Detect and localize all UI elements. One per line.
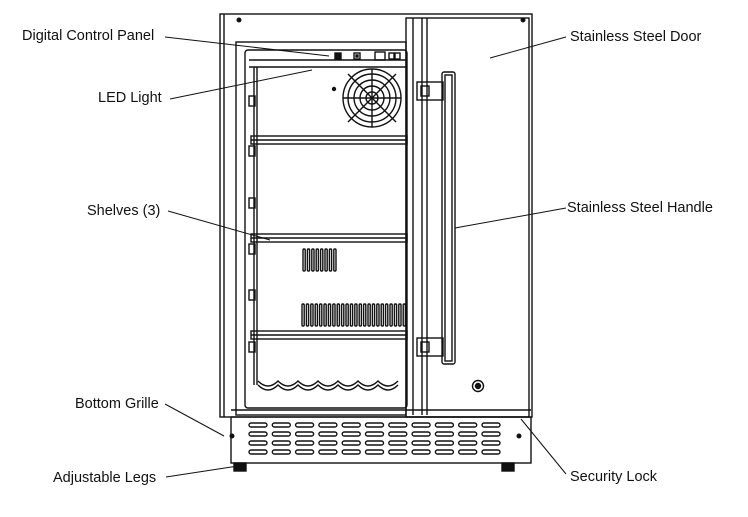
- label-led-light: LED Light: [98, 90, 162, 106]
- leg-right: [501, 462, 515, 472]
- label-bottom-grille: Bottom Grille: [75, 396, 159, 412]
- shelf-3: [250, 330, 408, 340]
- security-lock-shape: [471, 379, 485, 393]
- fan-cover: [331, 68, 402, 128]
- leader-lines: [164, 36, 567, 478]
- stainless-steel-handle-shape: [416, 71, 456, 365]
- bottom-grille-shape: [248, 422, 501, 455]
- label-security-lock: Security Lock: [570, 469, 658, 485]
- label-adjustable-legs: Adjustable Legs: [53, 470, 157, 486]
- label-shelves: Shelves (3): [87, 203, 161, 219]
- digital-control-panel: [249, 51, 407, 68]
- rear-vent-upper: [302, 248, 337, 272]
- label-stainless-steel-handle: Stainless Steel Handle: [567, 200, 713, 216]
- leg-left: [233, 462, 247, 472]
- base-outline: [230, 416, 532, 464]
- interior-liner: [244, 49, 408, 409]
- label-digital-control-panel: Digital Control Panel: [22, 28, 155, 44]
- label-stainless-steel-door: Stainless Steel Door: [570, 29, 702, 45]
- rear-vent-lower: [301, 303, 407, 327]
- shelf-2: [250, 233, 408, 243]
- bottle-rack: [257, 380, 399, 391]
- shelf-1: [250, 135, 408, 145]
